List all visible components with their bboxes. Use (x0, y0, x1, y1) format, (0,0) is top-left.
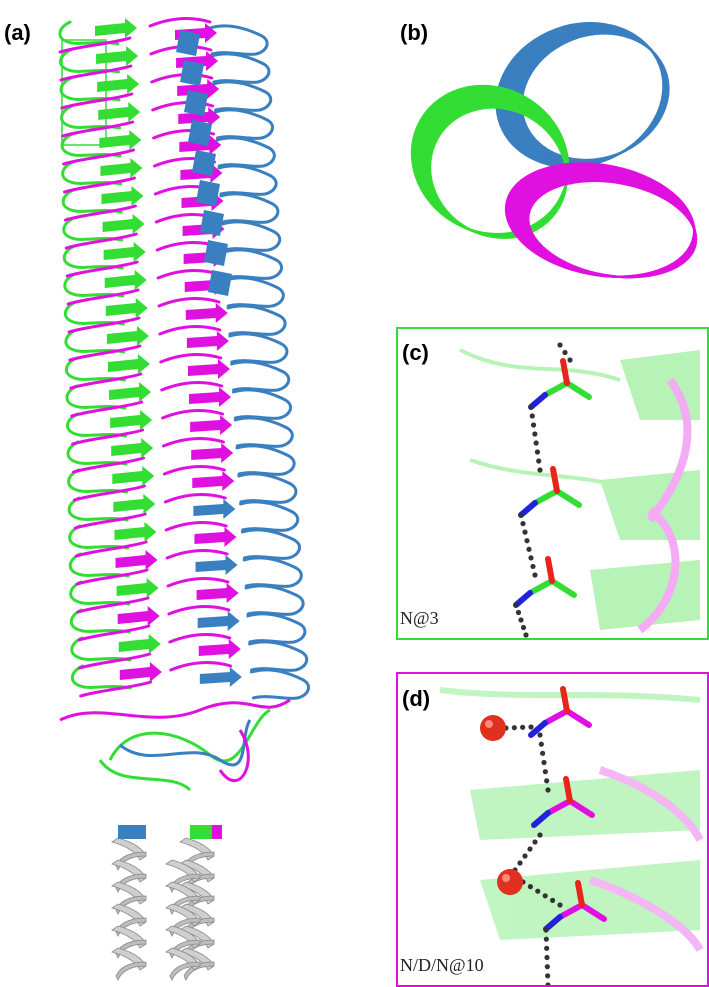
panel-c-figure (459, 342, 700, 638)
panel-d-label: (d) (402, 686, 431, 711)
blue-chain (208, 24, 311, 700)
panel-d-caption: N/D/N@10 (400, 955, 484, 975)
panel-d-figure (439, 686, 704, 987)
panel-b-figure (410, 21, 698, 279)
panel-c-frame (396, 327, 709, 640)
panel-c-label: (c) (402, 340, 429, 365)
panel-b-label: (b) (400, 20, 429, 45)
beta-strand-arrows (95, 18, 242, 687)
magenta-chain (58, 17, 233, 698)
panel-c-caption: N@3 (400, 608, 439, 628)
panel-a-label: (a) (4, 20, 31, 45)
coiled-coil-helices (111, 837, 215, 981)
panel-d-frame (396, 672, 709, 987)
